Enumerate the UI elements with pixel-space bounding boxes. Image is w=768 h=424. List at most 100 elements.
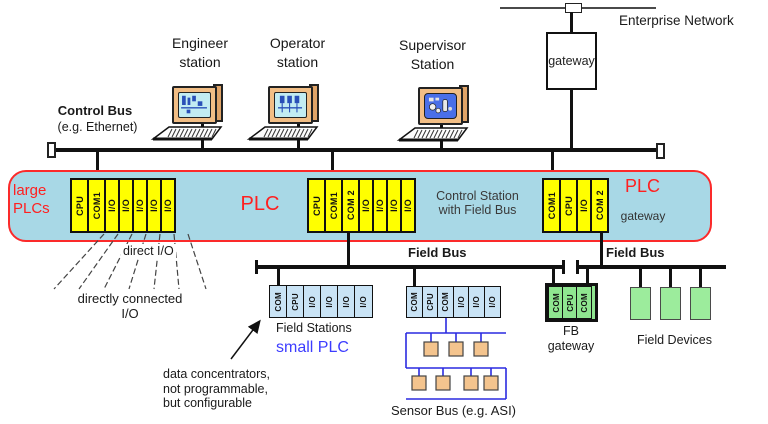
plc-gateway-label: gateway bbox=[620, 209, 666, 223]
gateway-downlink-line bbox=[570, 89, 573, 151]
control-bus-sublabel: (e.g. Ethernet) bbox=[57, 120, 138, 134]
operator-station-label: Operator station bbox=[255, 34, 340, 72]
annotation-line1: data concentrators, bbox=[163, 367, 271, 381]
fb-gateway-line1: FB bbox=[563, 324, 579, 338]
fb-gateway-right-drop bbox=[586, 268, 589, 283]
module-label: COM1 bbox=[328, 191, 339, 220]
control-bus-label: Control Bus bbox=[57, 103, 133, 118]
field-bus-left-label: Field Bus bbox=[408, 245, 467, 260]
sensor-device-square bbox=[463, 375, 479, 391]
fb-gateway-label: FB gateway bbox=[543, 324, 599, 354]
control-station-label: Control Station with Field Bus bbox=[424, 189, 531, 217]
sensor-device-square bbox=[411, 375, 427, 391]
field-device bbox=[630, 287, 651, 320]
field-device3-drop bbox=[699, 268, 702, 287]
module-label: COM 2 bbox=[594, 190, 605, 221]
enterprise-network-label: Enterprise Network bbox=[619, 13, 734, 28]
module-label: I/O bbox=[107, 199, 117, 212]
field-stations-label: Field Stations bbox=[276, 321, 352, 335]
field-bus-downlink-mid bbox=[347, 232, 350, 268]
module-com: COM bbox=[576, 286, 592, 319]
annotation-line2: not programmable, bbox=[163, 381, 268, 396]
field-station1-drop bbox=[277, 268, 280, 285]
module-label: I/O bbox=[308, 295, 317, 308]
field-bus-left-cap bbox=[255, 260, 258, 274]
sensor-bus-label: Sensor Bus (e.g. ASI) bbox=[391, 403, 517, 418]
gateway-label: gateway bbox=[548, 54, 595, 68]
direct-io-fan-lines bbox=[53, 233, 207, 290]
supervisor-screen-icon bbox=[424, 93, 457, 119]
sensor-device-square bbox=[435, 375, 451, 391]
plc-gateway-riser bbox=[551, 152, 554, 180]
module-label: I/O bbox=[403, 199, 413, 212]
module-label: CPU bbox=[74, 195, 85, 216]
field-bus-downlink-right bbox=[600, 232, 603, 268]
supervisor-label-line1: Supervisor bbox=[399, 37, 466, 53]
control-bus-left-terminator bbox=[47, 142, 56, 158]
keyboard-icon bbox=[396, 127, 469, 142]
gateway-uplink-line bbox=[570, 12, 573, 32]
operator-screen-icon bbox=[274, 92, 307, 118]
directly-connected-line2: I/O bbox=[121, 306, 139, 321]
module-label: I/O bbox=[121, 199, 131, 212]
plc-center-label: PLC bbox=[240, 193, 280, 215]
operator-label-line2: station bbox=[276, 54, 319, 70]
large-plcs-label: large PLCs bbox=[13, 182, 50, 218]
module-label: CPU bbox=[425, 293, 435, 311]
field-device bbox=[690, 287, 711, 320]
module-label: I/O bbox=[472, 296, 482, 308]
module-label: I/O bbox=[361, 199, 371, 212]
module-io: I/O bbox=[160, 178, 176, 233]
control-bus-line bbox=[54, 148, 658, 152]
engineer-label-line2: station bbox=[179, 54, 221, 70]
control-station-line1: Control Station bbox=[436, 189, 519, 203]
keyboard-icon bbox=[246, 126, 319, 141]
module-label: CPU bbox=[565, 293, 575, 312]
module-label: I/O bbox=[342, 295, 351, 308]
engineer-screen-icon bbox=[178, 92, 211, 118]
gateway-box: gateway bbox=[546, 32, 597, 90]
sensor-bus-lines bbox=[405, 318, 507, 400]
annotation-arrow bbox=[230, 319, 261, 360]
control-bus-right-terminator bbox=[656, 143, 665, 159]
module-label: COM bbox=[410, 292, 420, 312]
engineer-label-line1: Engineer bbox=[171, 35, 229, 51]
module-label: COM bbox=[551, 292, 561, 313]
module-label: COM1 bbox=[91, 191, 102, 220]
field-bus-right-line bbox=[578, 265, 726, 269]
field-bus-break-tick-left bbox=[562, 260, 565, 274]
field-bus-break-tick-right bbox=[576, 260, 579, 274]
module-label: I/O bbox=[389, 199, 399, 212]
module-io: I/O bbox=[400, 178, 416, 233]
module-label: I/O bbox=[456, 296, 466, 308]
enterprise-connector bbox=[565, 3, 582, 13]
fb-gateway-line2: gateway bbox=[547, 339, 595, 353]
engineer-station-label: Engineer station bbox=[160, 34, 240, 72]
field-devices-label: Field Devices bbox=[636, 333, 713, 347]
module-label: I/O bbox=[325, 295, 334, 308]
module-com2: COM 2 bbox=[590, 178, 609, 233]
directly-connected-line1: directly connected bbox=[77, 291, 183, 306]
sensor-device-square bbox=[483, 375, 499, 391]
direct-io-label: direct I/O bbox=[121, 244, 176, 258]
module-label: CPU bbox=[311, 195, 322, 216]
module-label: COM bbox=[274, 291, 283, 312]
module-label: I/O bbox=[163, 199, 173, 212]
operator-monitor-icon bbox=[268, 86, 313, 124]
large-plcs-line2: PLCs bbox=[13, 200, 50, 217]
control-station-line2: with Field Bus bbox=[438, 203, 517, 217]
module-label: CPU bbox=[563, 195, 574, 216]
operator-label-line1: Operator bbox=[269, 35, 326, 51]
annotation-line3: but configurable bbox=[163, 396, 252, 410]
module-label: I/O bbox=[375, 199, 385, 212]
sensor-device-square bbox=[473, 341, 489, 357]
module-io: I/O bbox=[483, 286, 501, 318]
module-label: I/O bbox=[487, 296, 497, 308]
field-device2-drop bbox=[669, 268, 672, 287]
